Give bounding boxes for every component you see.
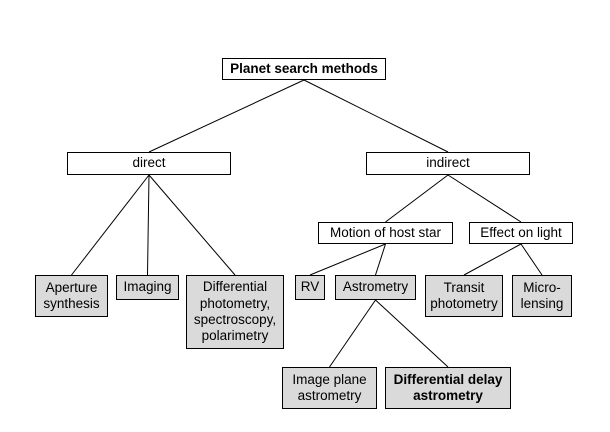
node-direct: direct (67, 152, 231, 175)
node-effect-on-light: Effect on light (469, 222, 573, 244)
node-differential-photometry: Differential photometry, spectroscopy, p… (186, 275, 284, 349)
node-differential-delay-astrometry: Differential delay astrometry (385, 367, 511, 409)
edge-indirect-motion (385, 174, 449, 223)
edge-effect-transit (463, 243, 522, 276)
edge-motion-astrometry (375, 243, 386, 276)
node-astrometry: Astrometry (335, 275, 416, 300)
node-motion-of-host-star: Motion of host star (318, 222, 453, 244)
edge-motion-rv (309, 243, 386, 276)
edge-indirect-effect (447, 174, 522, 223)
node-imaging: Imaging (116, 275, 179, 300)
edge-astrometry-imageplane (329, 299, 376, 368)
edge-root-direct (148, 79, 305, 153)
node-microlensing: Micro- lensing (512, 275, 572, 317)
node-planet-search-methods: Planet search methods (222, 58, 386, 80)
node-indirect: indirect (366, 152, 530, 175)
node-image-plane-astrometry: Image plane astrometry (282, 367, 377, 409)
edge-astrometry-diffdelay (375, 299, 449, 368)
node-rv: RV (295, 275, 325, 300)
node-aperture-synthesis: Aperture synthesis (35, 275, 108, 317)
edge-direct-imaging (147, 174, 150, 276)
node-transit-photometry: Transit photometry (425, 275, 503, 317)
edge-direct-aperture (71, 174, 150, 276)
edge-effect-microlensing (520, 243, 543, 276)
edge-direct-differential (148, 174, 236, 276)
edge-root-indirect (303, 79, 449, 153)
